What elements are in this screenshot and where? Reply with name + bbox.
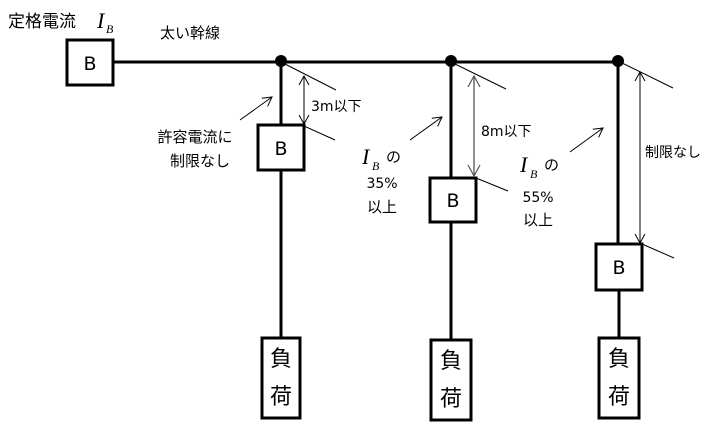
branch-3-breaker-label: B: [612, 257, 625, 279]
branch-3: B 負 荷 制限なし I B の 55% 以上: [519, 61, 701, 420]
branch-1-ext-line-top: [282, 62, 337, 91]
branch-3-distance-label: 制限なし: [645, 145, 701, 161]
ib-symbol: I: [96, 8, 106, 33]
branch-3-ext-line-top: [619, 61, 674, 89]
main-breaker-label: B: [83, 53, 96, 75]
branch-3-ext-line-bottom: [641, 243, 675, 259]
ib-subscript: B: [106, 22, 114, 36]
branch-2-load-box: [429, 338, 473, 422]
branch-2-distance-label: 8m以下: [481, 124, 532, 140]
branch-2: B 負 荷 8m以下 I B の 35% 以上: [361, 62, 532, 422]
branch-1-distance-label: 3m以下: [311, 99, 362, 115]
branch-3-annotation-arrow: [569, 127, 604, 153]
junction-dot-3: [612, 55, 624, 67]
branch-2-breaker-label: B: [446, 190, 459, 212]
branch-2-breaker-box: [428, 176, 478, 224]
branch-3-ib-subscript: B: [530, 167, 538, 181]
branch-2-annotation-prefix: の: [386, 148, 401, 166]
branch-1: B 負 荷 3m以下 許容電流に 制限なし: [157, 62, 362, 420]
branch-3-load-box: [597, 336, 641, 420]
branch-1-load-label-2: 荷: [270, 385, 292, 410]
branch-2-ext-line-bottom: [475, 177, 509, 192]
branch-2-ib-subscript: B: [372, 159, 380, 173]
branch-3-load-label-1: 負: [608, 347, 630, 372]
branch-2-annotation-line-1: 35%: [366, 176, 397, 192]
main-breaker-box: [65, 38, 115, 87]
branch-2-ib-symbol: I: [361, 144, 371, 169]
branch-1-annotation-line-1: 許容電流に: [157, 128, 232, 146]
branch-3-ib-symbol: I: [519, 152, 529, 177]
branch-1-load-box: [260, 336, 302, 420]
branch-2-annotation-line-2: 以上: [367, 198, 397, 216]
branch-2-annotation-arrow: [409, 116, 443, 141]
branch-3-annotation-line-2: 以上: [523, 211, 553, 229]
branch-3-annotation-prefix: の: [544, 156, 559, 174]
trunk-label: 太い幹線: [160, 24, 220, 42]
branch-1-ext-line-bottom: [303, 125, 336, 141]
branch-2-ext-line-top: [452, 62, 507, 90]
branch-1-annotation-line-2: 制限なし: [170, 152, 230, 170]
branch-1-load-label-1: 負: [270, 347, 292, 372]
branch-3-load-label-2: 荷: [608, 385, 630, 410]
branch-3-annotation-line-1: 55%: [522, 190, 553, 206]
branch-2-load-label-2: 荷: [440, 387, 462, 412]
branch-2-load-label-1: 負: [440, 349, 462, 374]
rated-current-label: 定格電流: [8, 12, 76, 32]
branch-1-breaker-label: B: [274, 138, 287, 160]
branch-1-breaker-box: [256, 123, 306, 172]
branch-1-annotation-arrow: [239, 96, 273, 121]
